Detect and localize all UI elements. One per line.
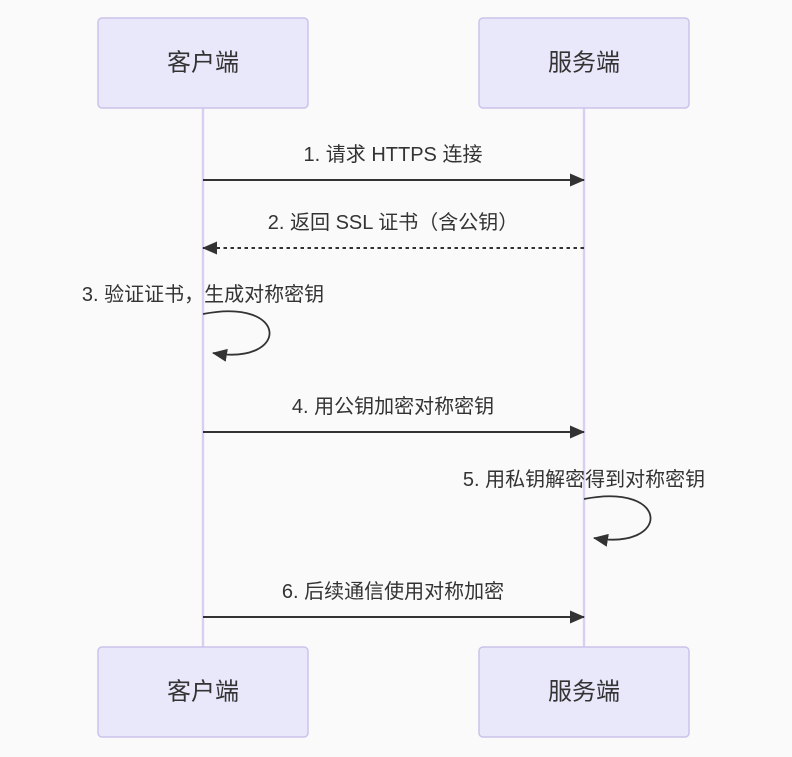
message-label-1: 1. 请求 HTTPS 连接 [304, 143, 483, 166]
message-label-6: 6. 后续通信使用对称加密 [282, 580, 504, 603]
message-self-loop-5 [583, 495, 652, 547]
actor-label-client-bottom: 客户端 [167, 679, 239, 706]
actor-box-client-top [97, 17, 309, 109]
actor-box-client-bottom [97, 646, 309, 738]
actor-label-client-top: 客户端 [167, 50, 239, 77]
message-self-loop-3 [202, 310, 271, 362]
message-label-2: 2. 返回 SSL 证书（含公钥） [268, 211, 518, 234]
message-label-3: 3. 验证证书，生成对称密钥 [82, 283, 324, 306]
actor-label-server-bottom: 服务端 [548, 679, 620, 706]
message-label-5: 5. 用私钥解密得到对称密钥 [463, 468, 705, 491]
actor-box-server-top [478, 17, 690, 109]
message-label-4: 4. 用公钥加密对称密钥 [292, 395, 494, 418]
actor-box-server-bottom [478, 646, 690, 738]
actor-label-server-top: 服务端 [548, 50, 620, 77]
